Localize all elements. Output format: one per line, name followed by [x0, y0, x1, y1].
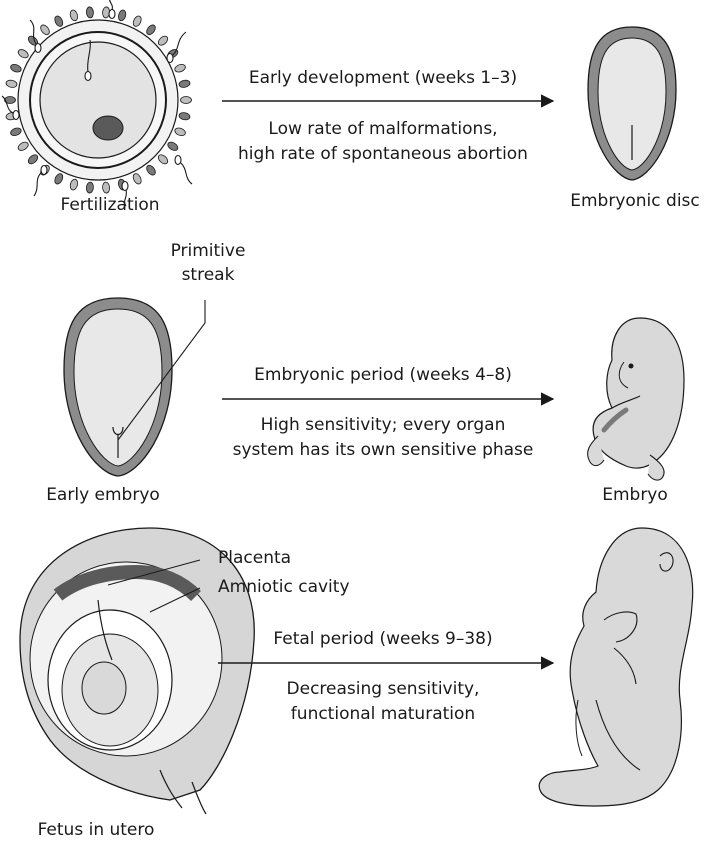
corona-cell — [86, 7, 94, 19]
corona-cell — [69, 9, 79, 21]
fetus-illustration — [539, 528, 693, 806]
embryo-illustration — [588, 318, 684, 480]
embryonic-disc-label: Embryonic disc — [570, 189, 700, 214]
stage2-desc-line2: system has its own sensitive phase — [233, 438, 534, 463]
stage2-desc-line1: High sensitivity; every organ — [261, 413, 506, 438]
corona-cell — [53, 172, 64, 185]
corona-cell — [157, 34, 170, 47]
corona-cell — [174, 63, 187, 74]
corona-cell — [53, 15, 64, 28]
corona-cell — [10, 63, 23, 74]
stage1-desc-line1: Low rate of malformations, — [268, 117, 497, 142]
corona-cell — [86, 182, 94, 194]
placenta-label: Placenta — [218, 546, 291, 571]
corona-cell — [39, 23, 51, 36]
stage3-desc-line1: Decreasing sensitivity, — [287, 677, 480, 702]
amniotic-cavity-label: Amniotic cavity — [218, 575, 350, 600]
fertilization-label: Fertilization — [60, 193, 159, 218]
stage1-desc-line2: high rate of spontaneous abortion — [238, 142, 528, 167]
embryonic-disc-illustration — [588, 27, 676, 180]
corona-cell — [102, 182, 110, 194]
corona-cell — [17, 48, 30, 60]
corona-cell — [5, 79, 17, 88]
corona-cell — [27, 153, 40, 166]
embryo-label: Embryo — [602, 483, 668, 508]
corona-cell — [145, 23, 157, 36]
corona-cell — [145, 164, 157, 177]
primitive-streak-label-line2: streak — [182, 263, 235, 288]
corona-cell — [17, 140, 30, 152]
corona-cell — [157, 153, 170, 166]
corona-cell — [69, 178, 79, 190]
corona-cell — [174, 127, 187, 138]
stage2-arrow-label: Embryonic period (weeks 4–8) — [254, 363, 512, 388]
corona-cell — [117, 9, 127, 21]
fetus-in-utero-label: Fetus in utero — [38, 818, 155, 843]
early-embryo-illustration — [64, 298, 205, 476]
stage1-arrow-label: Early development (weeks 1–3) — [249, 66, 517, 91]
corona-cell — [132, 15, 143, 28]
corona-cell — [178, 79, 190, 88]
early-embryo-label: Early embryo — [46, 483, 160, 508]
stage3-arrow-label: Fetal period (weeks 9–38) — [273, 627, 492, 652]
corona-cell — [132, 172, 143, 185]
corona-cell — [178, 112, 190, 121]
primitive-streak-label-line1: Primitive — [171, 239, 246, 264]
corona-cell — [181, 97, 192, 104]
corona-cell — [10, 127, 23, 138]
corona-cell — [166, 140, 179, 152]
stage3-desc-line2: functional maturation — [291, 702, 475, 727]
fertilization-illustration — [2, 0, 192, 206]
